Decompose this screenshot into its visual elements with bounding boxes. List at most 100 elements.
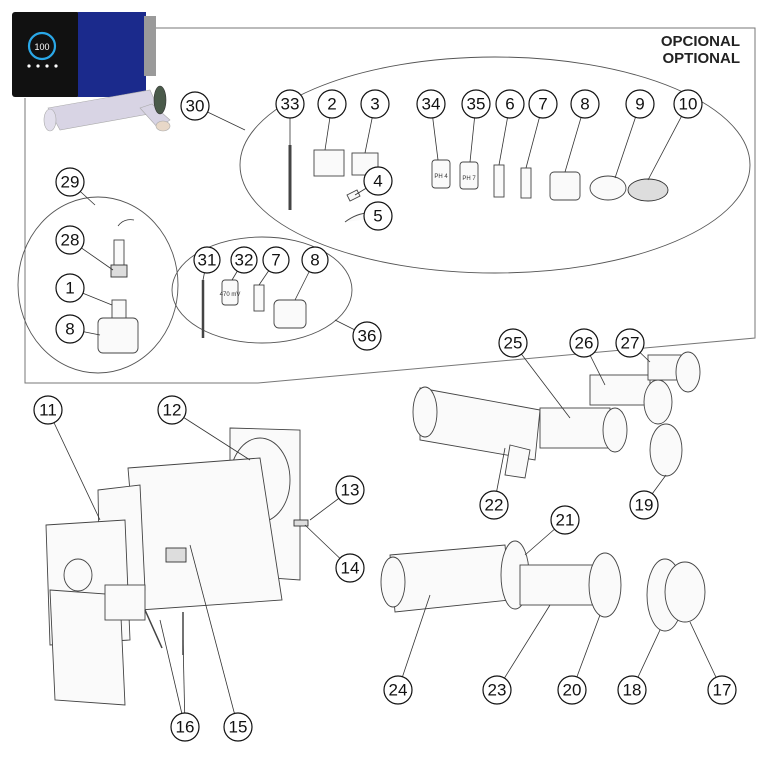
callout-number: 11 <box>39 401 57 420</box>
part-24-inlet <box>380 556 406 608</box>
callout-36: 36 <box>352 321 382 351</box>
callout-22: 22 <box>479 490 509 520</box>
callout-32: 32 <box>230 246 258 274</box>
part-16-screw-a <box>144 609 163 649</box>
part-7-sensor <box>520 167 532 199</box>
callout-number: 4 <box>373 172 382 191</box>
callout-3: 3 <box>360 89 390 119</box>
leader-line-12 <box>171 409 251 461</box>
product-photo: 100 <box>12 12 171 132</box>
group-29-outline <box>17 196 179 374</box>
callout-13: 13 <box>335 475 365 505</box>
callout-circle <box>301 246 329 274</box>
callout-circle <box>461 89 491 119</box>
callout-20: 20 <box>557 675 587 705</box>
callout-circle <box>673 89 703 119</box>
part-26-electrode <box>589 374 651 406</box>
callout-circle <box>55 225 85 255</box>
part-9-coil-hose <box>589 175 627 201</box>
callout-circle <box>570 89 600 119</box>
part-19-nut <box>649 423 683 477</box>
part-6-sensor <box>493 164 505 198</box>
part-8-clamp-c <box>273 299 307 329</box>
callout-circle <box>33 395 63 425</box>
callout-number: 1 <box>65 279 74 298</box>
callout-circle <box>275 89 305 119</box>
callout-31: 31 <box>193 246 221 274</box>
callout-number: 19 <box>635 496 654 515</box>
leader-line-15 <box>189 544 239 728</box>
control-unit-exploded <box>45 427 309 706</box>
callout-number: 3 <box>370 95 379 114</box>
part-27-head <box>675 351 701 393</box>
leader-line-23 <box>496 604 551 691</box>
callout-number: 34 <box>422 95 441 114</box>
part-28-probe <box>113 239 125 267</box>
callout-26: 26 <box>569 328 599 358</box>
callout-circle <box>180 91 210 121</box>
callout-number: 26 <box>575 334 594 353</box>
group-30-parts: PH 4 PH 7 <box>288 145 669 223</box>
part-2-bracket <box>313 149 345 177</box>
inner-panel <box>104 584 146 621</box>
part-8-clamp-b <box>97 317 139 354</box>
callout-23: 23 <box>482 675 512 705</box>
callout-circle <box>569 328 599 358</box>
callout-28: 28 <box>55 225 85 255</box>
callout-circle <box>495 89 525 119</box>
callout-circle <box>615 328 645 358</box>
callout-number: 5 <box>373 207 382 226</box>
callout-number: 30 <box>186 97 205 116</box>
callout-1: 1 <box>55 273 85 303</box>
callout-7: 7 <box>528 89 558 119</box>
part-35-ph7-bottle <box>459 161 479 190</box>
button-dot <box>54 64 58 68</box>
group-36-outline <box>171 236 353 344</box>
callout-circle <box>383 675 413 705</box>
part-25-electrode <box>539 407 611 449</box>
group-30-outline <box>239 56 751 274</box>
display-value: 100 <box>34 42 49 52</box>
part-28-nut <box>110 264 128 278</box>
callout-number: 13 <box>341 481 360 500</box>
leader-line-11 <box>47 409 101 521</box>
callout-circle <box>262 246 290 274</box>
leader-line-24 <box>397 594 431 691</box>
callout-number: 20 <box>563 681 582 700</box>
callout-15: 15 <box>223 712 253 742</box>
callout-30: 30 <box>180 91 210 121</box>
callout-circle <box>479 490 509 520</box>
callout-circle <box>625 89 655 119</box>
callout-number: 7 <box>271 251 280 270</box>
callout-34: 34 <box>416 89 446 119</box>
callout-number: 24 <box>389 681 408 700</box>
callout-2: 2 <box>317 89 347 119</box>
cell-assembly-upper <box>412 351 701 479</box>
callout-number: 18 <box>623 681 642 700</box>
callout-circle <box>317 89 347 119</box>
part-20-plate <box>588 552 622 618</box>
callout-number: 8 <box>310 251 319 270</box>
callout-8: 8 <box>570 89 600 119</box>
callout-number: 32 <box>235 251 254 270</box>
callout-33: 33 <box>275 89 305 119</box>
callout-29: 29 <box>55 167 85 197</box>
cell-inlet <box>43 108 57 132</box>
callout-4: 4 <box>363 166 393 196</box>
callout-number: 6 <box>505 95 514 114</box>
callout-24: 24 <box>383 675 413 705</box>
callout-number: 12 <box>163 401 182 420</box>
part-34-ph4-bottle <box>431 159 451 189</box>
callout-11: 11 <box>33 395 63 425</box>
callout-circle <box>557 675 587 705</box>
callout-number: 8 <box>65 320 74 339</box>
callout-number: 10 <box>679 95 698 114</box>
leader-line-16 <box>159 619 186 728</box>
callout-number: 15 <box>229 718 248 737</box>
callout-16: 16 <box>170 712 200 742</box>
callout-number: 36 <box>358 327 377 346</box>
callout-18: 18 <box>617 675 647 705</box>
control-unit-side-panel <box>78 12 146 97</box>
part-7-sensor-b <box>253 284 265 312</box>
